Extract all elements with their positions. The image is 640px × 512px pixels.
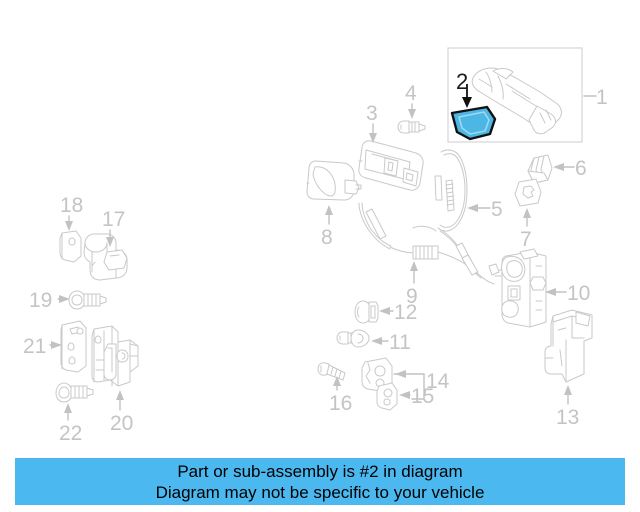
- caption-banner: Part or sub-assembly is #2 in diagram Di…: [15, 458, 625, 505]
- callout-label-7: 7: [520, 228, 532, 251]
- striker-plate: [361, 357, 393, 393]
- callout-label-20: 20: [110, 412, 133, 435]
- callout-label-3: 3: [366, 102, 378, 125]
- callout-label-21: 21: [23, 335, 46, 358]
- callout-label-18: 18: [60, 194, 83, 217]
- callout-22: 22: [59, 403, 82, 445]
- callout-6: 6: [553, 157, 587, 180]
- interior-door-handle: [306, 160, 362, 201]
- lock-cable: [412, 149, 482, 279]
- callout-label-12: 12: [394, 301, 417, 324]
- callout-15: 15: [399, 385, 434, 408]
- hinge-bolt: [55, 382, 94, 403]
- callout-label-6: 6: [575, 157, 587, 180]
- callout-21: 21: [23, 335, 62, 358]
- callout-18: 18: [60, 194, 83, 231]
- callout-label-4: 4: [405, 82, 417, 105]
- callout-17: 17: [102, 208, 125, 247]
- callout-4: 4: [405, 82, 417, 119]
- lock-cylinder-cover: [527, 154, 553, 184]
- callout-11: 11: [371, 331, 411, 354]
- callout-19: 19: [29, 289, 70, 312]
- callout-label-22: 22: [59, 422, 82, 445]
- callout-1: 1: [583, 86, 608, 109]
- check-arm-bolt: [68, 290, 107, 310]
- callout-label-17: 17: [102, 208, 125, 231]
- callout-label-1: 1: [596, 86, 608, 109]
- latch-screw: [336, 329, 370, 348]
- callout-20: 20: [110, 390, 133, 435]
- handle-mounting-bolt: [397, 120, 426, 134]
- callout-label-5: 5: [491, 198, 503, 221]
- caption-line-1: Part or sub-assembly is #2 in diagram: [177, 461, 463, 481]
- callout-label-14: 14: [426, 370, 450, 393]
- highlighted-part-2: 2: [450, 69, 497, 141]
- handle-base-bracket: [358, 140, 424, 191]
- callout-label-8: 8: [321, 226, 333, 249]
- callout-label-15: 15: [411, 385, 434, 408]
- callout-label-13: 13: [556, 406, 579, 429]
- callout-label-16: 16: [329, 392, 352, 415]
- highlight-label-2: 2: [456, 69, 468, 94]
- callout-label-19: 19: [29, 289, 52, 312]
- callout-8: 8: [321, 205, 333, 249]
- callout-16: 16: [329, 376, 352, 415]
- lower-reinforcement-bracket: [544, 309, 593, 383]
- striker-bolt: [317, 362, 346, 381]
- callout-13: 13: [556, 385, 579, 429]
- callout-label-9: 9: [406, 285, 418, 308]
- check-arm-pad: [59, 230, 82, 263]
- highlight-arrow-head: [462, 97, 472, 108]
- check-arm-stop: [83, 233, 128, 281]
- grommet-plug: [354, 300, 379, 324]
- callout-12: 12: [379, 301, 417, 324]
- callout-label-10: 10: [567, 282, 590, 305]
- callout-9: 9: [406, 261, 418, 308]
- lock-cylinder-bezel: [514, 178, 542, 207]
- caption-line-2: Diagram may not be specific to your vehi…: [155, 482, 485, 502]
- callout-label-11: 11: [389, 331, 411, 354]
- striker-shim: [376, 382, 398, 411]
- door-hinge-assembly: [91, 325, 139, 387]
- latch-release-cable: [358, 202, 495, 285]
- callout-7: 7: [520, 208, 532, 251]
- callout-3: 3: [366, 102, 378, 143]
- callout-10: 10: [545, 282, 590, 305]
- hinge-shim-plate: [60, 320, 87, 373]
- exterior-door-handle-drawing: [471, 67, 562, 135]
- callout-14: 14: [393, 370, 450, 400]
- handle-end-cap-cover-inner: [458, 111, 490, 135]
- callout-5: 5: [467, 198, 503, 221]
- door-latch-assembly: [488, 248, 547, 328]
